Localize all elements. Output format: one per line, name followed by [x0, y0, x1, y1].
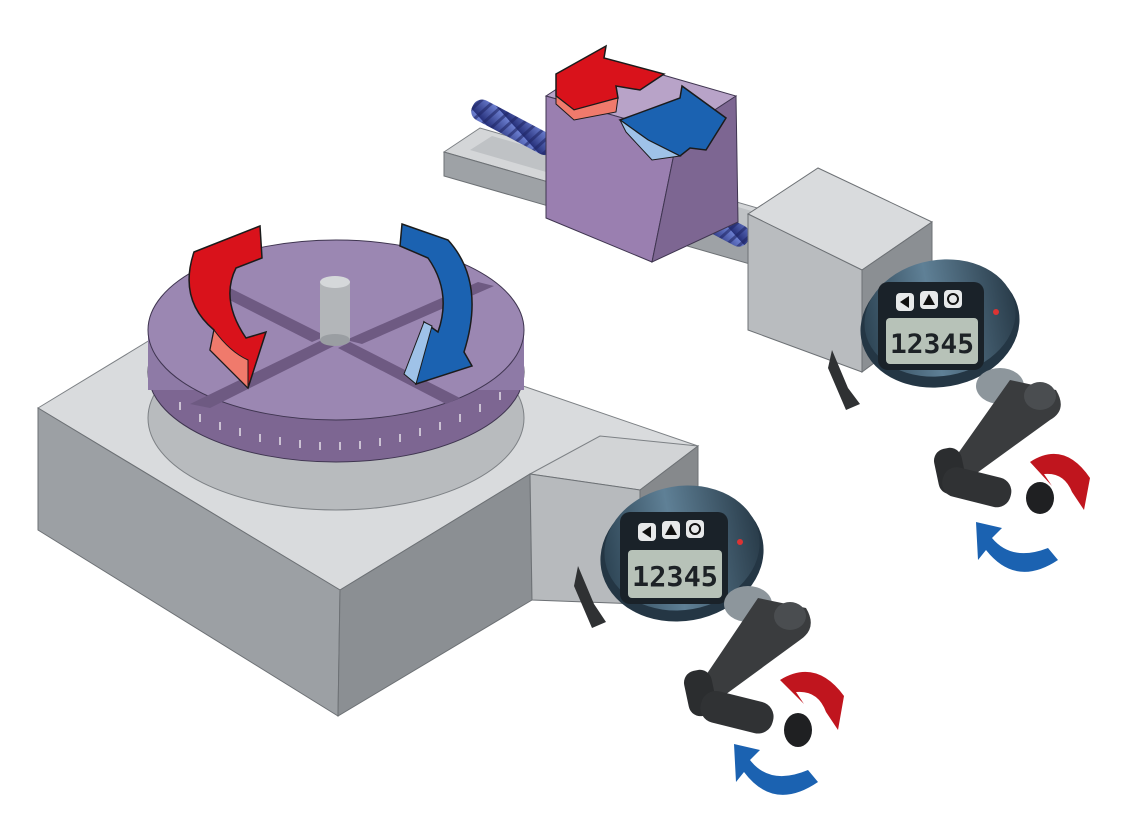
status-led [993, 309, 999, 315]
position-indicator-slide: 12345 [860, 259, 1020, 388]
status-led [737, 539, 743, 545]
lcd-readout: 12345 [890, 329, 974, 360]
center-spindle [320, 276, 350, 346]
clamp-lever [828, 350, 860, 410]
blue-rotation-arrow-slide [976, 522, 1058, 572]
crank-handle-slide[interactable] [932, 368, 1061, 514]
blue-rotation-arrow-table [399, 222, 474, 386]
blue-rotation-arrow-crank [734, 744, 818, 795]
red-direction-arrow [555, 44, 666, 121]
blue-direction-arrow [618, 84, 728, 161]
crank-handle-table[interactable] [682, 586, 812, 747]
linear-slide: 12345 [442, 44, 1090, 572]
graduation-scale [179, 392, 501, 450]
red-rotation-arrow-slide [1030, 453, 1090, 510]
red-rotation-arrow-table [188, 224, 268, 390]
red-rotation-arrow-crank [780, 671, 844, 730]
left-arrow-button-icon[interactable] [638, 523, 656, 541]
rotary-table: 12345 [37, 222, 844, 795]
up-arrow-button-icon[interactable] [920, 291, 938, 309]
circle-button-icon[interactable] [686, 520, 704, 538]
lcd-readout: 12345 [632, 560, 718, 593]
position-indicator-table: 12345 [600, 485, 764, 622]
circle-button-icon[interactable] [944, 290, 962, 308]
lead-screw-rear [471, 99, 556, 156]
up-arrow-button-icon[interactable] [662, 521, 680, 539]
lcd-screen [886, 318, 978, 364]
lcd-screen [628, 550, 722, 598]
clamp-lever-table [574, 566, 606, 628]
carriage-side [651, 95, 739, 263]
left-arrow-button-icon[interactable] [896, 293, 914, 311]
